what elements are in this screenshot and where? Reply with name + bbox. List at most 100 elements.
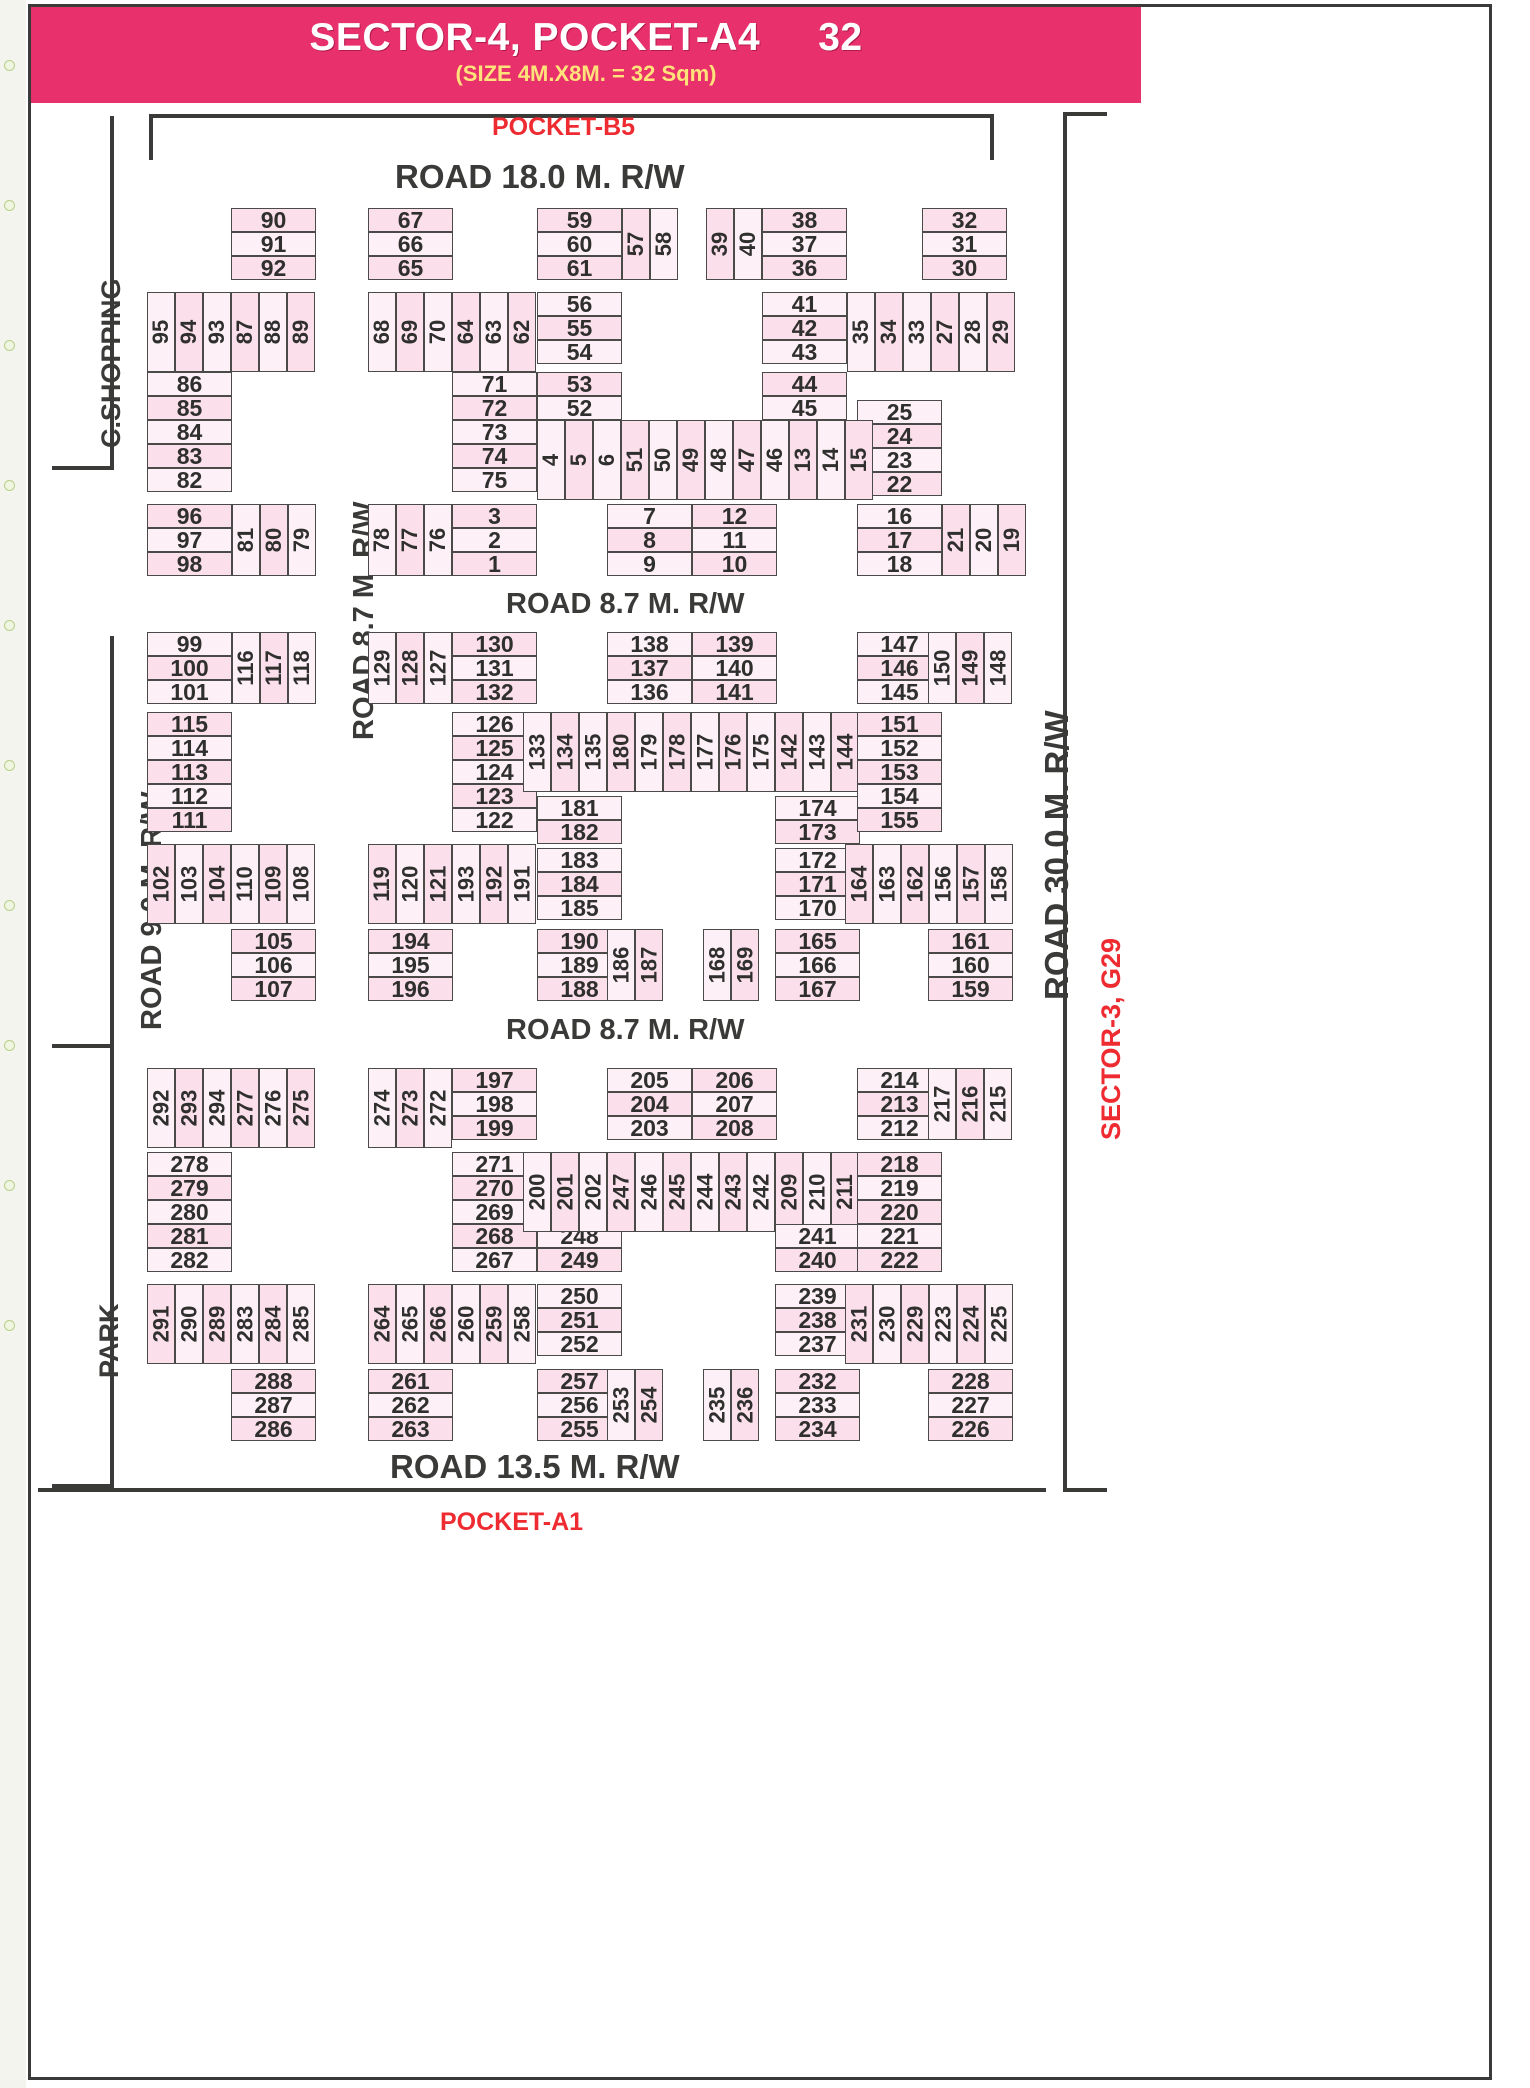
- plot-cell[interactable]: 79: [288, 504, 316, 576]
- plot-cell[interactable]: 102: [147, 844, 175, 924]
- plot-cell[interactable]: 7: [607, 504, 692, 528]
- plot-cell[interactable]: 227: [928, 1393, 1013, 1417]
- plot-cell[interactable]: 191: [508, 844, 536, 924]
- plot-cell[interactable]: 27: [931, 292, 959, 372]
- plot-cell[interactable]: 263: [368, 1417, 453, 1441]
- plot-cell[interactable]: 267: [452, 1248, 537, 1272]
- plot-cell[interactable]: 2: [452, 528, 537, 552]
- plot-cell[interactable]: 143: [803, 712, 831, 792]
- plot-cell[interactable]: 110: [231, 844, 259, 924]
- plot-cell[interactable]: 46: [761, 420, 789, 500]
- plot-cell[interactable]: 284: [259, 1284, 287, 1364]
- plot-cell[interactable]: 220: [857, 1200, 942, 1224]
- plot-cell[interactable]: 178: [663, 712, 691, 792]
- plot-cell[interactable]: 40: [734, 208, 762, 280]
- plot-cell[interactable]: 89: [287, 292, 315, 372]
- plot-cell[interactable]: 82: [147, 468, 232, 492]
- plot-cell[interactable]: 194: [368, 929, 453, 953]
- plot-cell[interactable]: 169: [731, 929, 759, 1001]
- plot-cell[interactable]: 168: [703, 929, 731, 1001]
- plot-cell[interactable]: 246: [635, 1152, 663, 1232]
- plot-cell[interactable]: 281: [147, 1224, 232, 1248]
- plot-cell[interactable]: 81: [232, 504, 260, 576]
- plot-cell[interactable]: 48: [705, 420, 733, 500]
- plot-cell[interactable]: 201: [551, 1152, 579, 1232]
- plot-cell[interactable]: 70: [424, 292, 452, 372]
- plot-cell[interactable]: 247: [607, 1152, 635, 1232]
- plot-cell[interactable]: 38: [762, 208, 847, 232]
- plot-cell[interactable]: 231: [845, 1284, 873, 1364]
- plot-cell[interactable]: 11: [692, 528, 777, 552]
- plot-cell[interactable]: 125: [452, 736, 537, 760]
- plot-cell[interactable]: 235: [703, 1369, 731, 1441]
- plot-cell[interactable]: 96: [147, 504, 232, 528]
- plot-cell[interactable]: 222: [857, 1248, 942, 1272]
- plot-cell[interactable]: 29: [987, 292, 1015, 372]
- plot-cell[interactable]: 66: [368, 232, 453, 256]
- plot-cell[interactable]: 152: [857, 736, 942, 760]
- plot-cell[interactable]: 274: [368, 1068, 396, 1148]
- plot-cell[interactable]: 33: [903, 292, 931, 372]
- plot-cell[interactable]: 277: [231, 1068, 259, 1148]
- plot-cell[interactable]: 80: [260, 504, 288, 576]
- plot-cell[interactable]: 249: [537, 1248, 622, 1272]
- plot-cell[interactable]: 197: [452, 1068, 537, 1092]
- plot-cell[interactable]: 291: [147, 1284, 175, 1364]
- plot-cell[interactable]: 285: [287, 1284, 315, 1364]
- plot-cell[interactable]: 128: [396, 632, 424, 704]
- plot-cell[interactable]: 161: [928, 929, 1013, 953]
- plot-cell[interactable]: 92: [231, 256, 316, 280]
- plot-cell[interactable]: 32: [922, 208, 1007, 232]
- plot-cell[interactable]: 139: [692, 632, 777, 656]
- plot-cell[interactable]: 218: [857, 1152, 942, 1176]
- plot-cell[interactable]: 260: [452, 1284, 480, 1364]
- plot-cell[interactable]: 73: [452, 420, 537, 444]
- plot-cell[interactable]: 121: [424, 844, 452, 924]
- plot-cell[interactable]: 292: [147, 1068, 175, 1148]
- plot-cell[interactable]: 140: [692, 656, 777, 680]
- plot-cell[interactable]: 122: [452, 808, 537, 832]
- plot-cell[interactable]: 269: [452, 1200, 537, 1224]
- plot-cell[interactable]: 62: [508, 292, 536, 372]
- plot-cell[interactable]: 60: [537, 232, 622, 256]
- plot-cell[interactable]: 154: [857, 784, 942, 808]
- plot-cell[interactable]: 273: [396, 1068, 424, 1148]
- plot-cell[interactable]: 35: [847, 292, 875, 372]
- plot-cell[interactable]: 6: [593, 420, 621, 500]
- plot-cell[interactable]: 203: [607, 1116, 692, 1140]
- plot-cell[interactable]: 21: [942, 504, 970, 576]
- plot-cell[interactable]: 87: [231, 292, 259, 372]
- plot-cell[interactable]: 164: [845, 844, 873, 924]
- plot-cell[interactable]: 286: [231, 1417, 316, 1441]
- plot-cell[interactable]: 268: [452, 1224, 537, 1248]
- plot-cell[interactable]: 85: [147, 396, 232, 420]
- plot-cell[interactable]: 83: [147, 444, 232, 468]
- plot-cell[interactable]: 53: [537, 372, 622, 396]
- plot-cell[interactable]: 216: [956, 1068, 984, 1140]
- plot-cell[interactable]: 145: [857, 680, 942, 704]
- plot-cell[interactable]: 234: [775, 1417, 860, 1441]
- plot-cell[interactable]: 77: [396, 504, 424, 576]
- plot-cell[interactable]: 242: [747, 1152, 775, 1232]
- plot-cell[interactable]: 64: [452, 292, 480, 372]
- plot-cell[interactable]: 49: [677, 420, 705, 500]
- plot-cell[interactable]: 162: [901, 844, 929, 924]
- plot-cell[interactable]: 42: [762, 316, 847, 340]
- plot-cell[interactable]: 50: [649, 420, 677, 500]
- plot-cell[interactable]: 226: [928, 1417, 1013, 1441]
- plot-cell[interactable]: 41: [762, 292, 847, 316]
- plot-cell[interactable]: 146: [857, 656, 942, 680]
- plot-cell[interactable]: 258: [508, 1284, 536, 1364]
- plot-cell[interactable]: 215: [984, 1068, 1012, 1140]
- plot-cell[interactable]: 13: [789, 420, 817, 500]
- plot-cell[interactable]: 61: [537, 256, 622, 280]
- plot-cell[interactable]: 272: [424, 1068, 452, 1148]
- plot-cell[interactable]: 107: [231, 977, 316, 1001]
- plot-cell[interactable]: 240: [775, 1248, 860, 1272]
- plot-cell[interactable]: 5: [565, 420, 593, 500]
- plot-cell[interactable]: 228: [928, 1369, 1013, 1393]
- plot-cell[interactable]: 155: [857, 808, 942, 832]
- plot-cell[interactable]: 76: [424, 504, 452, 576]
- plot-cell[interactable]: 119: [368, 844, 396, 924]
- plot-cell[interactable]: 39: [706, 208, 734, 280]
